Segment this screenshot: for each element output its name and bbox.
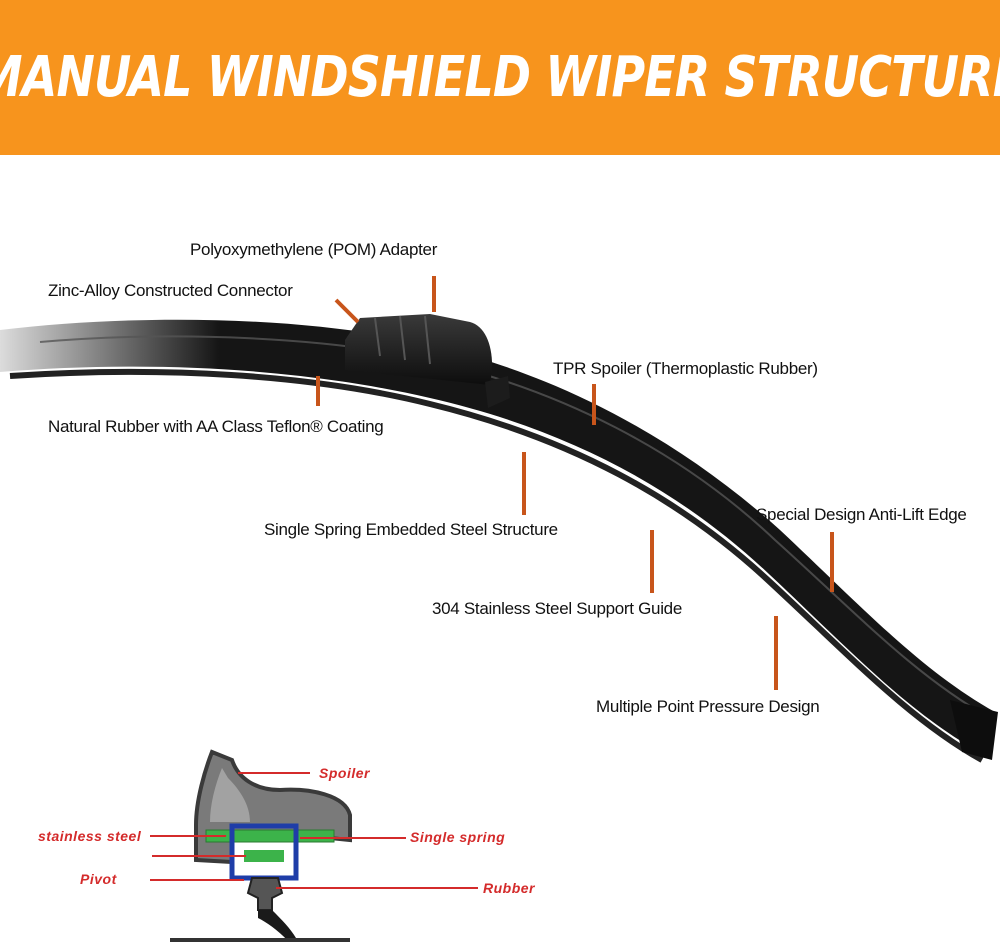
rubber-lip [258,910,296,941]
adapter-ridges [374,315,431,365]
label-tpr-spoiler: TPR Spoiler (Thermoplastic Rubber) [553,359,818,378]
title-banner: MANUAL WINDSHIELD WIPER STRUCTURE [0,0,1000,155]
rubber-edge [9,368,984,763]
label-single-spring: Single spring [410,829,506,845]
wiper-blade [0,319,995,755]
label-natural-rubber: Natural Rubber with AA Class Teflon® Coa… [48,417,384,436]
cross-section-leaders [150,772,478,889]
label-support-guide: 304 Stainless Steel Support Guide [432,599,682,618]
label-stainless-steel: stainless steel [38,828,142,844]
label-pivot: Pivot [80,871,117,887]
pivot-block [244,850,284,862]
label-anti-lift: Special Design Anti-Lift Edge [756,505,967,524]
label-rubber: Rubber [483,880,535,896]
label-pom-adapter: Polyoxymethylene (POM) Adapter [190,240,438,259]
label-spoiler: Spoiler [319,765,370,781]
label-pressure: Multiple Point Pressure Design [596,697,820,716]
rubber-body [246,877,284,911]
spoiler-edge [39,335,991,719]
spoiler-highlight [210,768,250,822]
pom-adapter [345,314,493,385]
page-title: MANUAL WINDSHIELD WIPER STRUCTURE [0,45,1000,110]
adapter-clip [485,376,510,408]
label-connector: Zinc-Alloy Constructed Connector [48,281,293,300]
end-cap [950,700,998,760]
label-steel-structure: Single Spring Embedded Steel Structure [264,520,558,539]
leader-lines [316,276,834,690]
